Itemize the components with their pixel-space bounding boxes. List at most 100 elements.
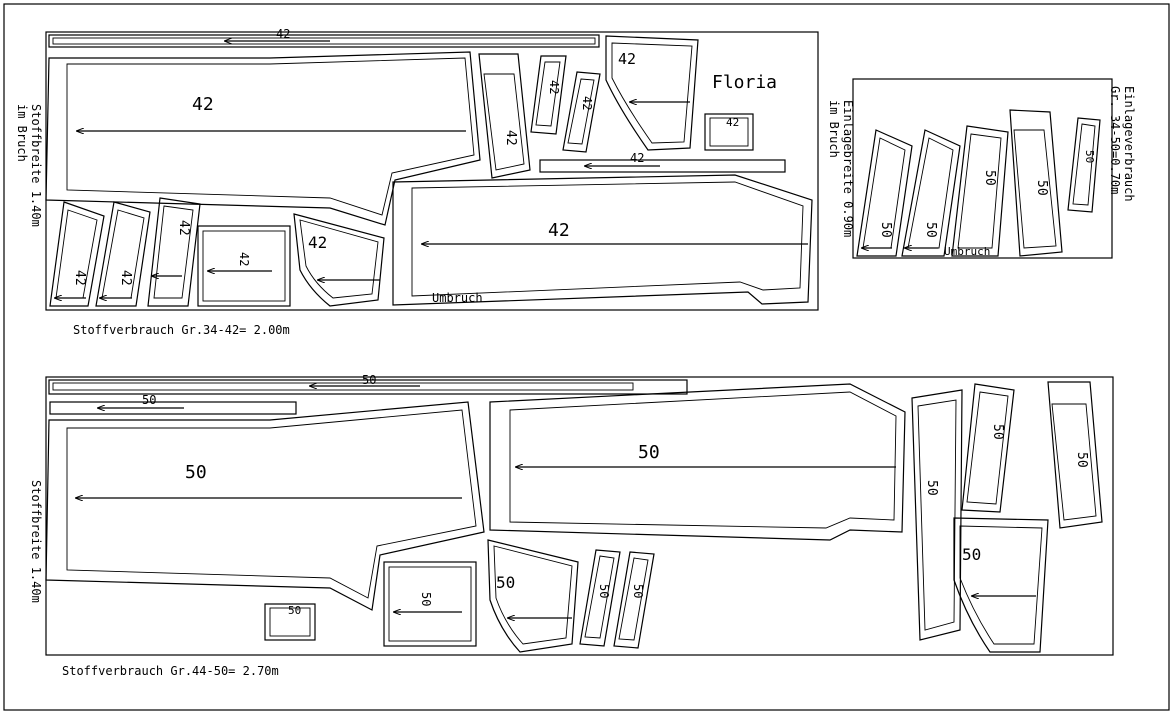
belt-loop-piece-b: [562, 71, 601, 153]
front-leg-piece-50: [45, 401, 485, 611]
facing-piece-b: [95, 201, 151, 307]
interfacing-piece-e: [1067, 117, 1101, 213]
back-leg-fold-label: Umbruch: [432, 291, 483, 305]
belt-loop-piece-a-inner: [535, 61, 561, 127]
back-pocket-size-label: 42: [308, 233, 327, 252]
lower-fabric-width-label: Stoffbreite 1.40m: [29, 480, 43, 603]
lower-fabric-frame: [45, 376, 1114, 656]
strip-50-size-label: 50: [142, 393, 156, 407]
back-leg-piece-inner: [411, 181, 804, 297]
back-leg-50-size-label: 50: [638, 442, 660, 463]
interfacing-piece-c: [951, 125, 1009, 257]
belt-loop-50-b-inner: [618, 557, 649, 641]
belt-loop-50-b: [613, 551, 655, 649]
facing-piece-50-a: [911, 389, 963, 641]
small-patch-piece: [704, 113, 754, 151]
back-pocket-50: [487, 539, 579, 653]
waistband-strip: [48, 34, 600, 48]
strip-size-label: 42: [630, 151, 644, 165]
pocket-piece-50: [1047, 381, 1103, 529]
back-pocket-piece-inner: [299, 219, 379, 299]
interfacing-b-size-label: 50: [923, 222, 938, 238]
small-patch-label: 42: [726, 116, 739, 129]
waistband-50-size-label: 50: [362, 373, 376, 387]
back-leg-size-label: 42: [548, 220, 570, 241]
front-leg-size-label: 42: [192, 94, 214, 115]
yoke-piece-50-inner: [388, 566, 472, 642]
belt-loop-piece-b-inner: [567, 78, 595, 145]
interfacing-marker: 50 50 50 Umbruch 50 50 Einlagebreite 0.9…: [827, 78, 1136, 259]
outer-frame: [3, 3, 1170, 711]
pocket-bag-piece-inner: [611, 42, 693, 144]
small-patch-piece-inner: [709, 117, 749, 147]
pocket-piece-a: [478, 53, 531, 179]
pocket-piece-a-inner: [483, 73, 525, 171]
yoke-size-label: 42: [237, 252, 251, 266]
fly-piece: [147, 197, 201, 307]
strip-piece-50: [49, 401, 297, 415]
pocket-bag-piece-50-inner: [959, 525, 1043, 645]
facing-piece-a: [49, 201, 105, 307]
pocket-bag-size-label: 42: [618, 50, 636, 68]
interfacing-c-size-label: 50: [982, 170, 997, 186]
interfacing-fold-side-label: im Bruch: [827, 100, 841, 158]
pocket-bag-50-size-label: 50: [962, 545, 981, 564]
small-patch-50: [264, 603, 316, 641]
waistband-size-label: 42: [276, 27, 290, 41]
lower-consumption-label: Stoffverbrauch Gr.44-50= 2.70m: [62, 664, 279, 678]
upper-fabric-frame: [45, 31, 819, 311]
interfacing-frame: [852, 78, 1113, 259]
small-patch-50-inner: [269, 607, 311, 637]
upper-fabric-width-label: Stoffbreite 1.40m: [29, 104, 43, 227]
back-leg-piece: [392, 174, 813, 306]
back-leg-piece-50-inner: [509, 391, 897, 529]
interfacing-piece-e-inner: [1072, 123, 1096, 206]
pocket-bag-piece: [605, 35, 699, 151]
interfacing-e-size-label: 50: [1083, 150, 1096, 163]
back-leg-piece-50: [489, 383, 906, 541]
interfacing-piece-a: [856, 129, 913, 257]
back-pocket-50-size-label: 50: [496, 573, 515, 592]
facing-50-a-size-label: 50: [924, 480, 939, 496]
fly-50-size-label: 50: [990, 424, 1005, 440]
facing-piece-50-a-inner: [917, 399, 957, 631]
interfacing-consumption-label: Einlageverbrauch: [1122, 86, 1136, 202]
fly-piece-50-inner: [966, 391, 1009, 505]
yoke-piece: [197, 225, 291, 307]
front-leg-piece-inner: [66, 57, 475, 216]
interfacing-width-label: Einlagebreite 0.90m: [841, 100, 855, 237]
belt-loop-piece-a-label: 42: [547, 80, 561, 94]
belt-loop-piece-b-label: 42: [580, 96, 594, 110]
lower-marker: 50 50 50 50 50 50 50 50 50 50: [29, 373, 1114, 678]
upper-fold-label: im Bruch: [15, 104, 29, 162]
interfacing-fold-label: Umbruch: [944, 245, 990, 258]
pocket-piece-50-inner: [1051, 403, 1097, 521]
interfacing-piece-c-inner: [957, 133, 1002, 249]
pocket-50-size-label: 50: [1074, 452, 1089, 468]
belt-loop-50-a: [579, 549, 621, 647]
small-patch-50-label: 50: [288, 604, 301, 617]
interfacing-piece-d: [1009, 109, 1063, 257]
yoke-50-size-label: 50: [419, 592, 433, 606]
interfacing-piece-d-inner: [1013, 129, 1057, 249]
belt-loop-50-a-inner: [584, 555, 615, 639]
interfacing-d-size-label: 50: [1034, 180, 1049, 196]
back-pocket-50-inner: [493, 545, 573, 645]
interfacing-piece-b-inner: [907, 137, 954, 249]
front-leg-piece-50-inner: [66, 409, 477, 599]
belt-loop-piece-a: [530, 55, 567, 135]
belt-loop-50-a-label: 50: [597, 584, 611, 598]
upper-consumption-label: Stoffverbrauch Gr.34-42= 2.00m: [73, 323, 290, 337]
waistband-strip-50: [48, 379, 688, 395]
yoke-piece-inner: [202, 230, 286, 302]
interfacing-a-size-label: 50: [878, 222, 893, 238]
strip-piece: [539, 159, 786, 173]
model-title: Floria: [712, 72, 777, 93]
belt-loop-50-b-label: 50: [631, 584, 645, 598]
fly-size-label: 42: [176, 220, 191, 236]
front-leg-50-size-label: 50: [185, 462, 207, 483]
upper-marker: 42 42 42 42 42 42 Floria 42 42 42 Um: [15, 27, 819, 337]
fly-piece-inner: [153, 205, 194, 299]
interfacing-piece-b: [901, 129, 961, 257]
